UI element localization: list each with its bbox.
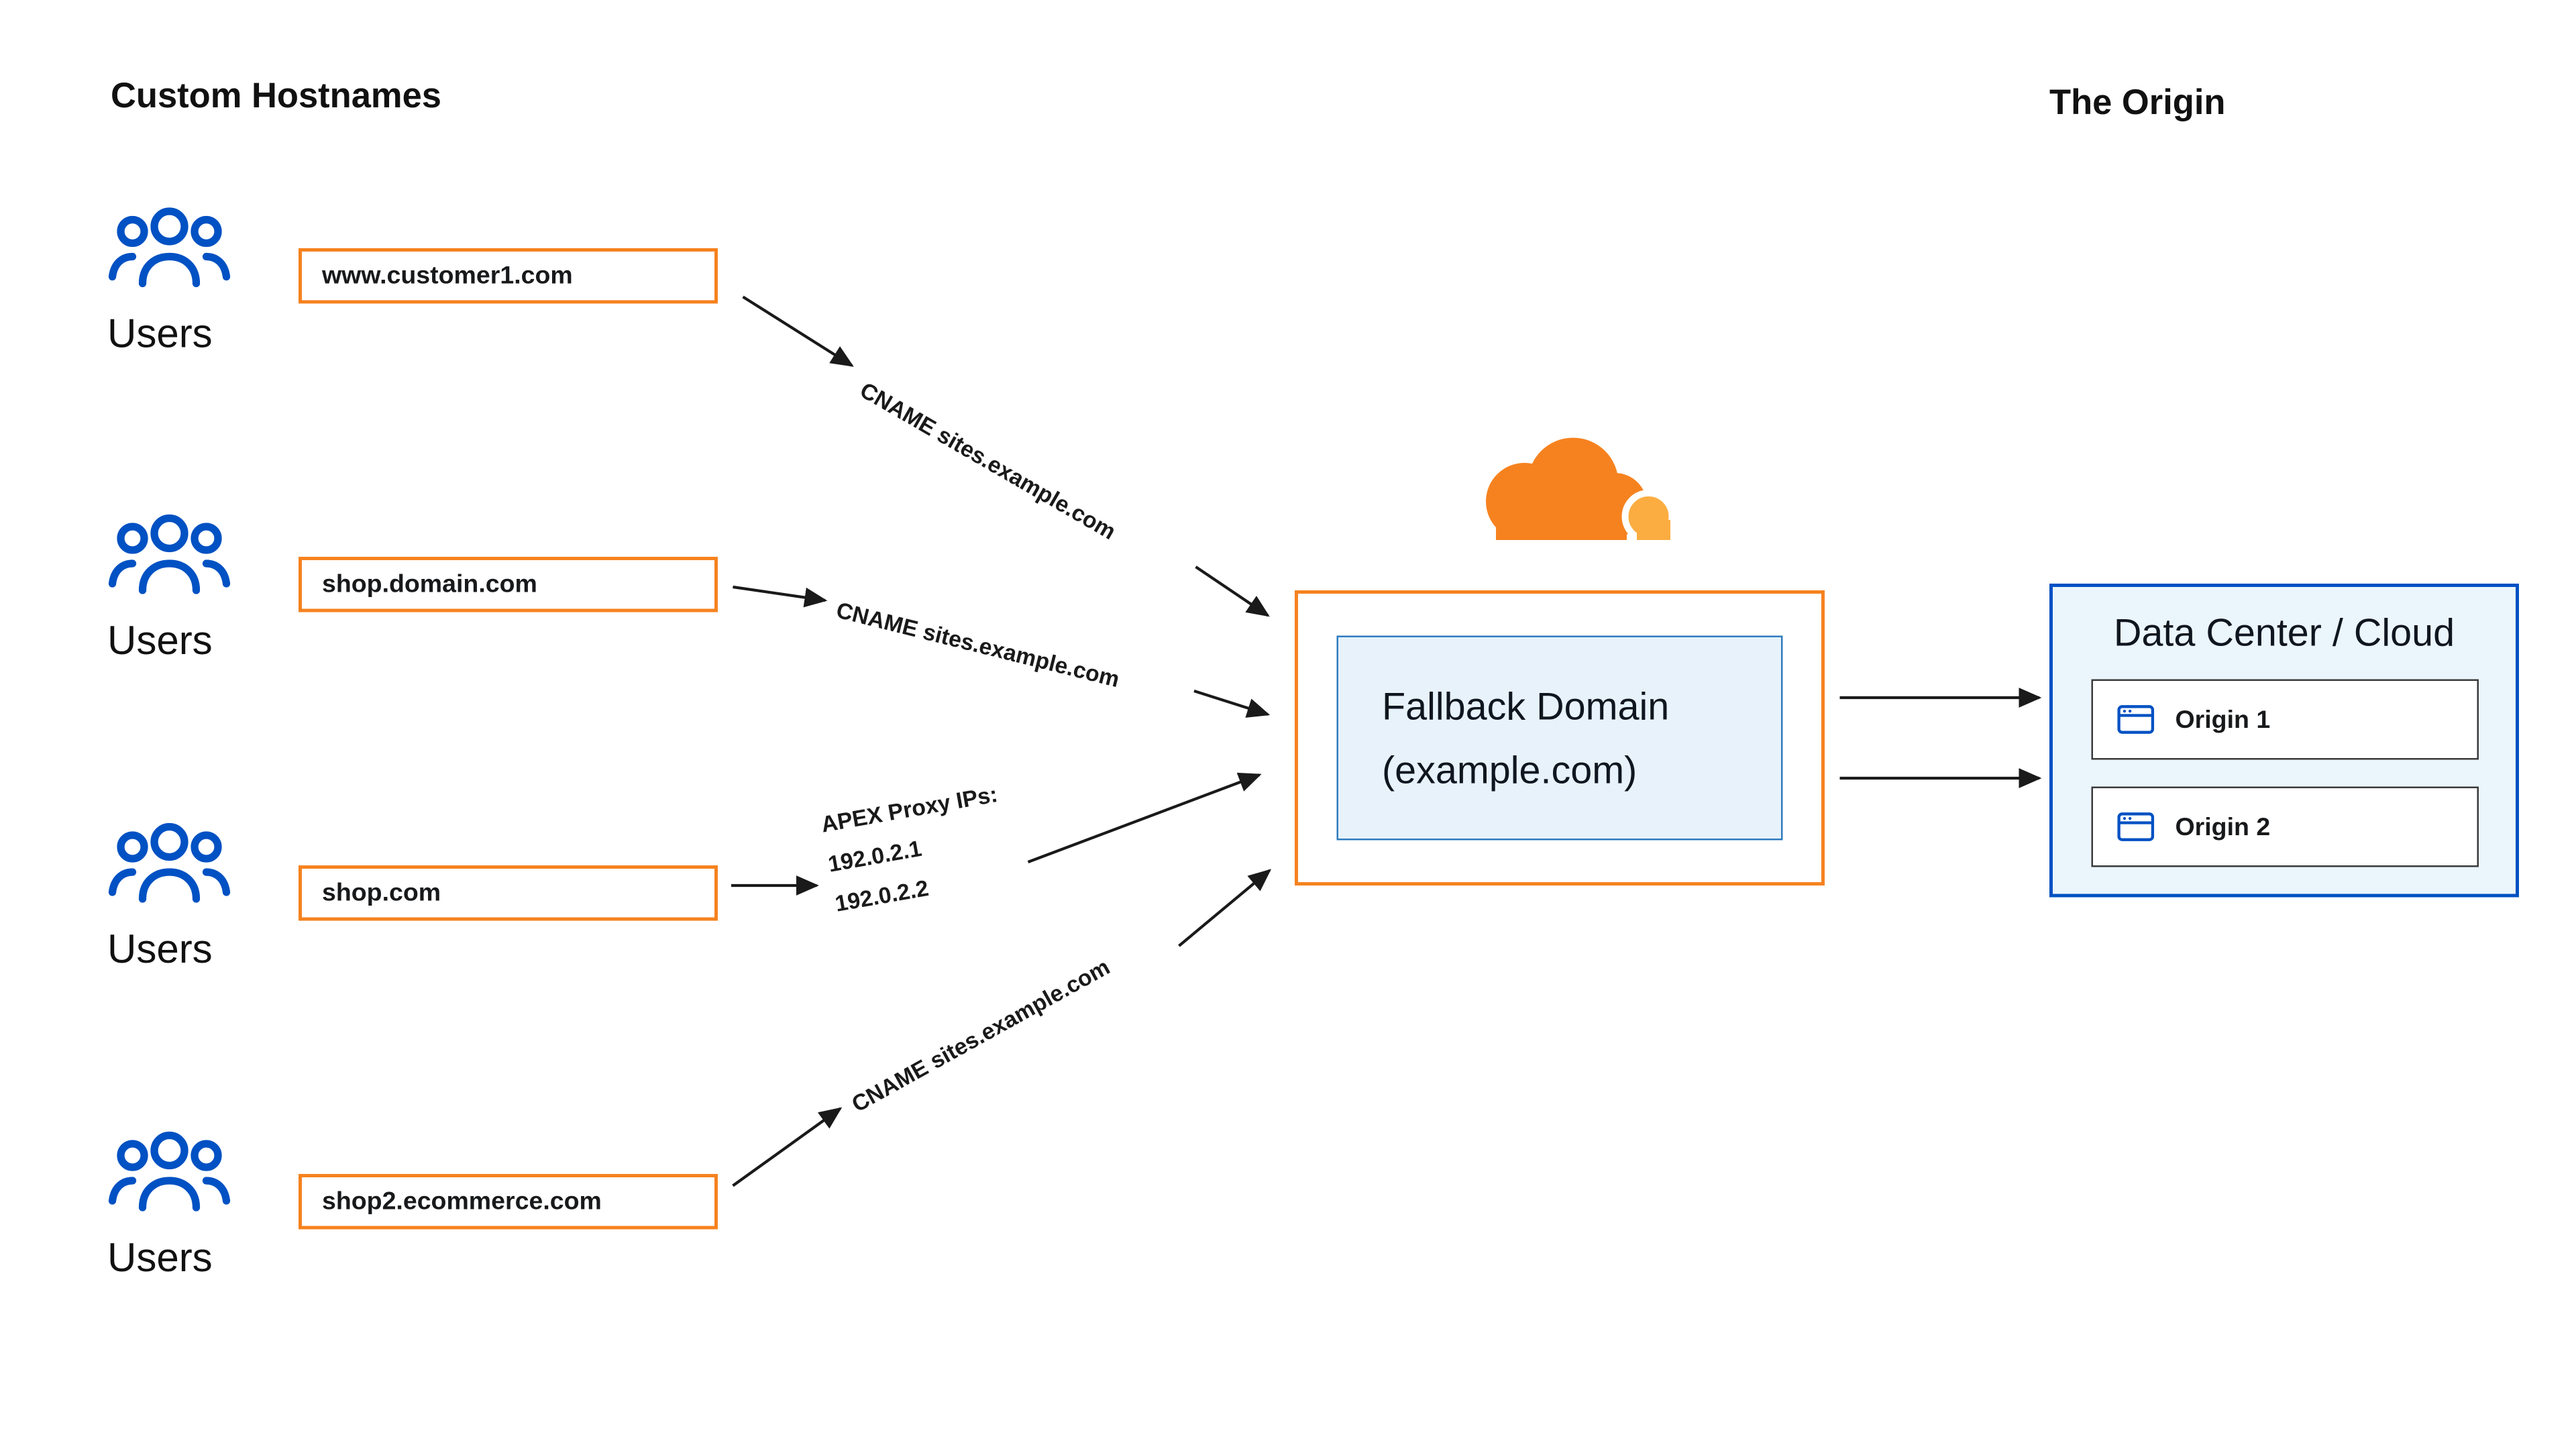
origin-label: Origin 2 <box>2175 812 2271 841</box>
users-label: Users <box>107 619 213 665</box>
hostname-box-shop: shop.com <box>299 865 718 921</box>
origin-2-box: Origin 2 <box>2091 786 2479 867</box>
data-center-title: Data Center / Cloud <box>2113 610 2455 654</box>
fallback-domain-line1: Fallback Domain <box>1382 684 1670 728</box>
hostname-box-customer1: www.customer1.com <box>299 248 718 304</box>
hostname-label: shop2.ecommerce.com <box>322 1187 602 1216</box>
users-icon <box>107 512 231 596</box>
section-title-custom-hostnames: Custom Hostnames <box>111 77 442 116</box>
edge-label-cname-2: CNAME sites.example.com <box>833 597 1122 692</box>
fallback-domain-box: Fallback Domain (example.com) <box>1336 635 1783 841</box>
users-label: Users <box>107 927 213 973</box>
users-icon <box>107 1129 231 1213</box>
origin-label: Origin 1 <box>2175 705 2271 734</box>
fallback-domain-line2: (example.com) <box>1382 748 1638 792</box>
browser-window-icon <box>2117 705 2155 734</box>
data-center-panel: Data Center / Cloud Origin 1 Origin 2 <box>2049 584 2519 898</box>
section-title-the-origin: The Origin <box>2049 84 2226 123</box>
origin-1-box: Origin 1 <box>2091 679 2479 760</box>
edge-label-apex: APEX Proxy IPs: 192.0.2.1 192.0.2.2 <box>818 775 1015 925</box>
hostname-box-shop2: shop2.ecommerce.com <box>299 1174 718 1230</box>
hostname-label: shop.com <box>322 879 441 908</box>
browser-window-icon <box>2117 812 2155 841</box>
users-label: Users <box>107 1236 213 1282</box>
hostname-label: shop.domain.com <box>322 570 537 599</box>
fallback-outer-box: Fallback Domain (example.com) <box>1295 590 1825 885</box>
users-icon <box>107 820 231 904</box>
edge-label-cname-1: CNAME sites.example.com <box>855 377 1120 545</box>
cloudflare-logo-icon <box>1429 419 1689 557</box>
users-icon <box>107 205 231 288</box>
hostname-label: www.customer1.com <box>322 262 573 290</box>
edge-label-cname-3: CNAME sites.example.com <box>847 954 1114 1118</box>
users-label: Users <box>107 312 213 358</box>
hostname-box-shop-domain: shop.domain.com <box>299 557 718 612</box>
